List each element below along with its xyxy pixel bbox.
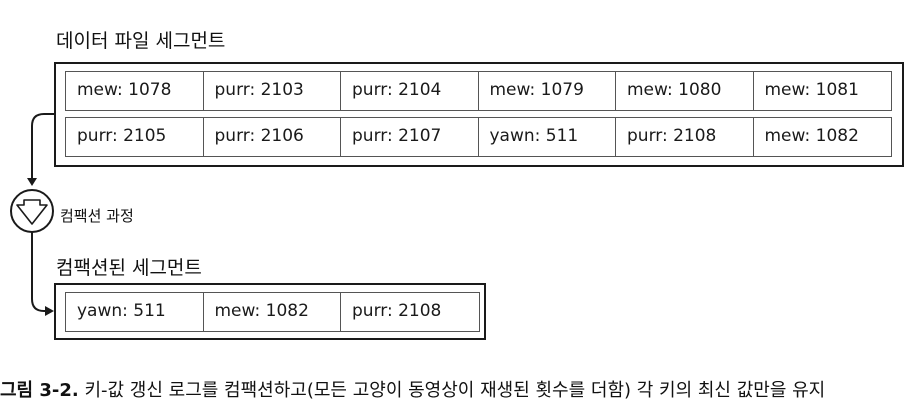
log-entry: mew: 1082: [764, 126, 859, 146]
log-entry: mew: 1079: [479, 72, 616, 110]
figure-number: 그림 3-2.: [0, 380, 79, 401]
log-entry: purr: 2103: [204, 72, 341, 110]
compacted-segment-box: yawn: 511 mew: 1082 purr: 2108: [54, 283, 486, 340]
log-entry: purr: 2108: [352, 301, 442, 321]
log-entry: mew: 1081: [764, 80, 859, 100]
data-segment-box: mew: 1078 purr: 2103 purr: 2104 mew: 107…: [54, 62, 904, 167]
log-entry: mew: 1082: [204, 293, 341, 331]
log-entry: yawn: 511: [66, 293, 204, 331]
log-entry: purr: 2108: [616, 118, 754, 156]
data-segment-row-2: purr: 2105 purr: 2106 purr: 2107 yawn: 5…: [65, 117, 892, 157]
figure-caption: 그림 3-2. 키-값 갱신 로그를 컴팩션하고(모든 고양이 동영상이 재생된…: [0, 376, 825, 402]
connector-to-compacted-segment: [31, 232, 46, 312]
log-entry: purr: 2104: [341, 72, 479, 110]
log-entry: mew: 1078: [66, 72, 204, 110]
down-arrow-circle-icon: [10, 189, 54, 233]
log-entry: mew: 1080: [616, 72, 754, 110]
log-entry: yawn: 511: [479, 118, 616, 156]
log-entry: purr: 2105: [66, 118, 204, 156]
log-entry: purr: 2107: [341, 118, 479, 156]
data-segment-title: 데이터 파일 세그먼트: [56, 30, 226, 52]
compacted-segment-title: 컴팩션된 세그먼트: [56, 257, 202, 279]
data-segment-row-1: mew: 1078 purr: 2103 purr: 2104 mew: 107…: [65, 71, 892, 111]
compacted-segment-row: yawn: 511 mew: 1082 purr: 2108: [65, 292, 480, 332]
connector-to-compaction: [31, 113, 54, 180]
arrowhead-down: [27, 178, 37, 186]
log-entry: purr: 2106: [204, 118, 341, 156]
arrowhead-right: [45, 306, 54, 316]
figure-caption-text: 키-값 갱신 로그를 컴팩션하고(모든 고양이 동영상이 재생된 횟수를 더함)…: [78, 380, 826, 401]
compaction-process-label: 컴팩션 과정: [60, 207, 134, 225]
